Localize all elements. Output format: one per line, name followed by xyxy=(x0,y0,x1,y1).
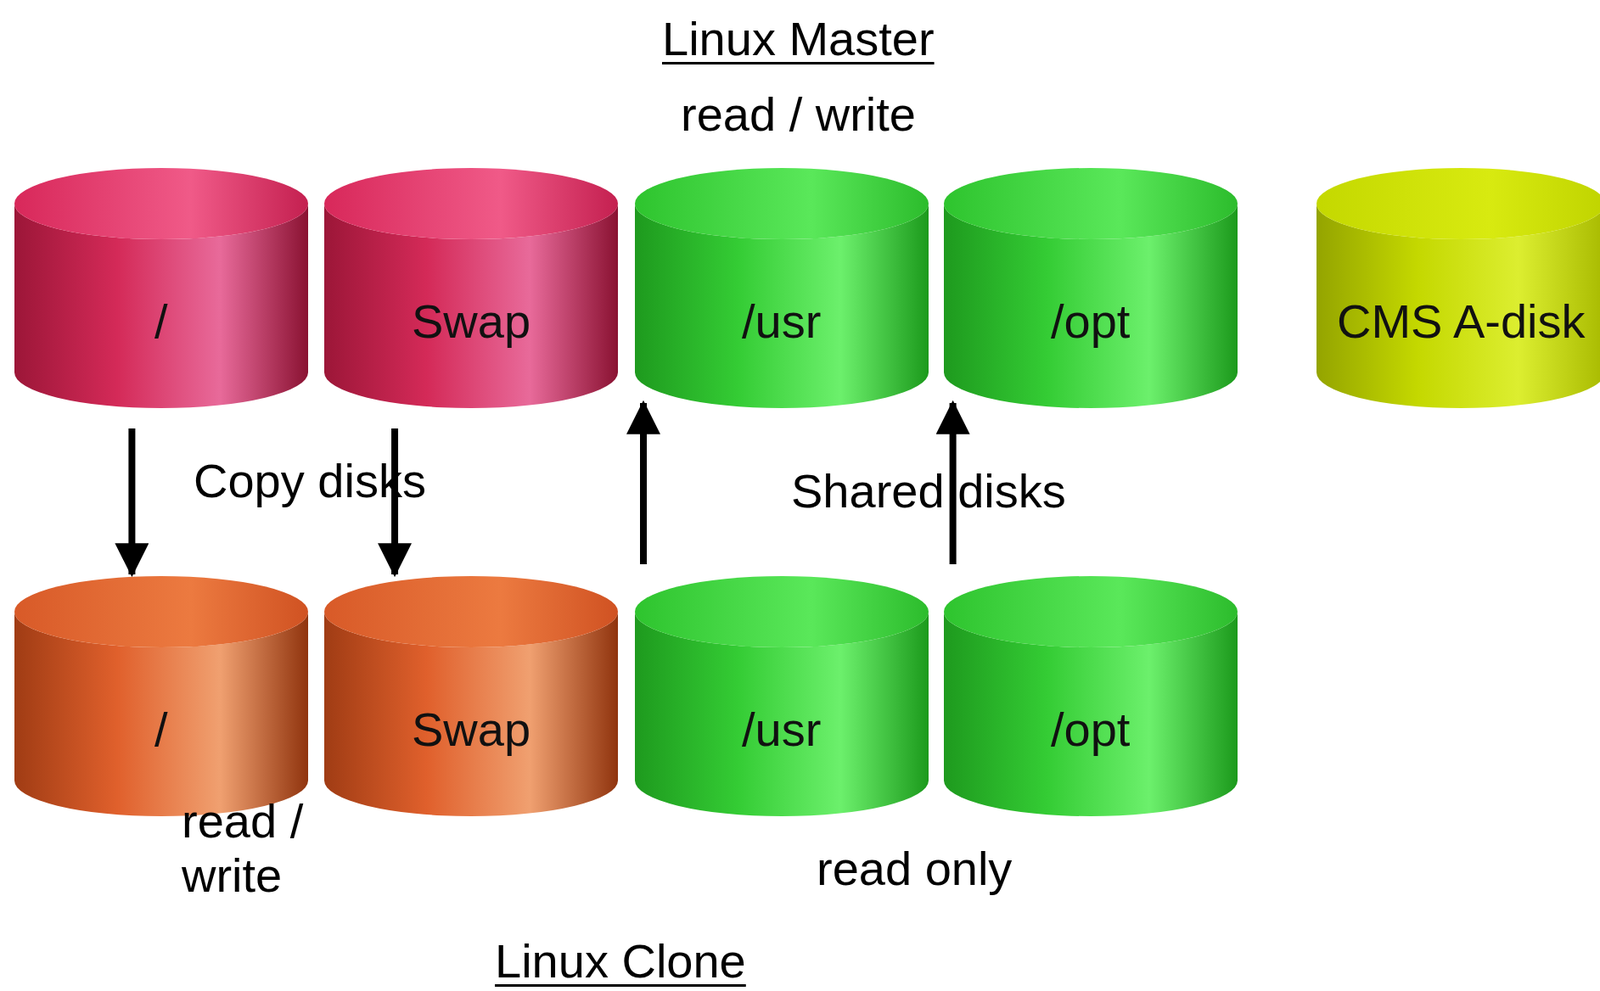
annotation: read / write xyxy=(680,87,916,142)
cylinder-shape xyxy=(14,576,309,817)
annotation: Shared disks xyxy=(791,464,1067,519)
disk-label: Swap xyxy=(411,297,531,346)
cylinder-shape xyxy=(14,168,309,409)
disk-label: / xyxy=(154,706,169,754)
disk-cylinder: CMS A-disk xyxy=(1316,168,1600,409)
cylinder-shape xyxy=(943,168,1238,409)
cylinder-shape xyxy=(324,168,618,409)
arrow xyxy=(640,403,647,565)
annotation: Copy disks xyxy=(193,454,427,509)
annotation: read only xyxy=(816,842,1012,897)
disk-label: /usr xyxy=(741,706,821,754)
disk-cylinder: /usr xyxy=(634,168,929,409)
disk-label: /opt xyxy=(1050,297,1130,346)
disk-cylinder: /opt xyxy=(943,576,1238,817)
disk-label: /usr xyxy=(741,297,821,346)
disk-label: Swap xyxy=(411,706,531,754)
disk-cylinder: Swap xyxy=(324,168,618,409)
disk-label: / xyxy=(154,297,169,346)
disk-cylinder: /usr xyxy=(634,576,929,817)
disk-cylinder: Swap xyxy=(324,576,618,817)
arrow xyxy=(128,428,135,575)
cylinder-shape xyxy=(634,168,929,409)
cylinder-shape xyxy=(943,576,1238,817)
cylinder-shape xyxy=(1316,168,1600,409)
disk-label: CMS A-disk xyxy=(1336,297,1586,346)
heading: Linux Master xyxy=(662,11,935,67)
disk-cylinder: /opt xyxy=(943,168,1238,409)
disk-cylinder: / xyxy=(14,576,309,817)
cylinder-shape xyxy=(634,576,929,817)
disk-cylinder: / xyxy=(14,168,309,409)
annotation: Linux Clone xyxy=(494,934,747,989)
disk-label: /opt xyxy=(1050,706,1130,754)
annotation: read / write xyxy=(181,794,352,904)
cylinder-shape xyxy=(324,576,618,817)
